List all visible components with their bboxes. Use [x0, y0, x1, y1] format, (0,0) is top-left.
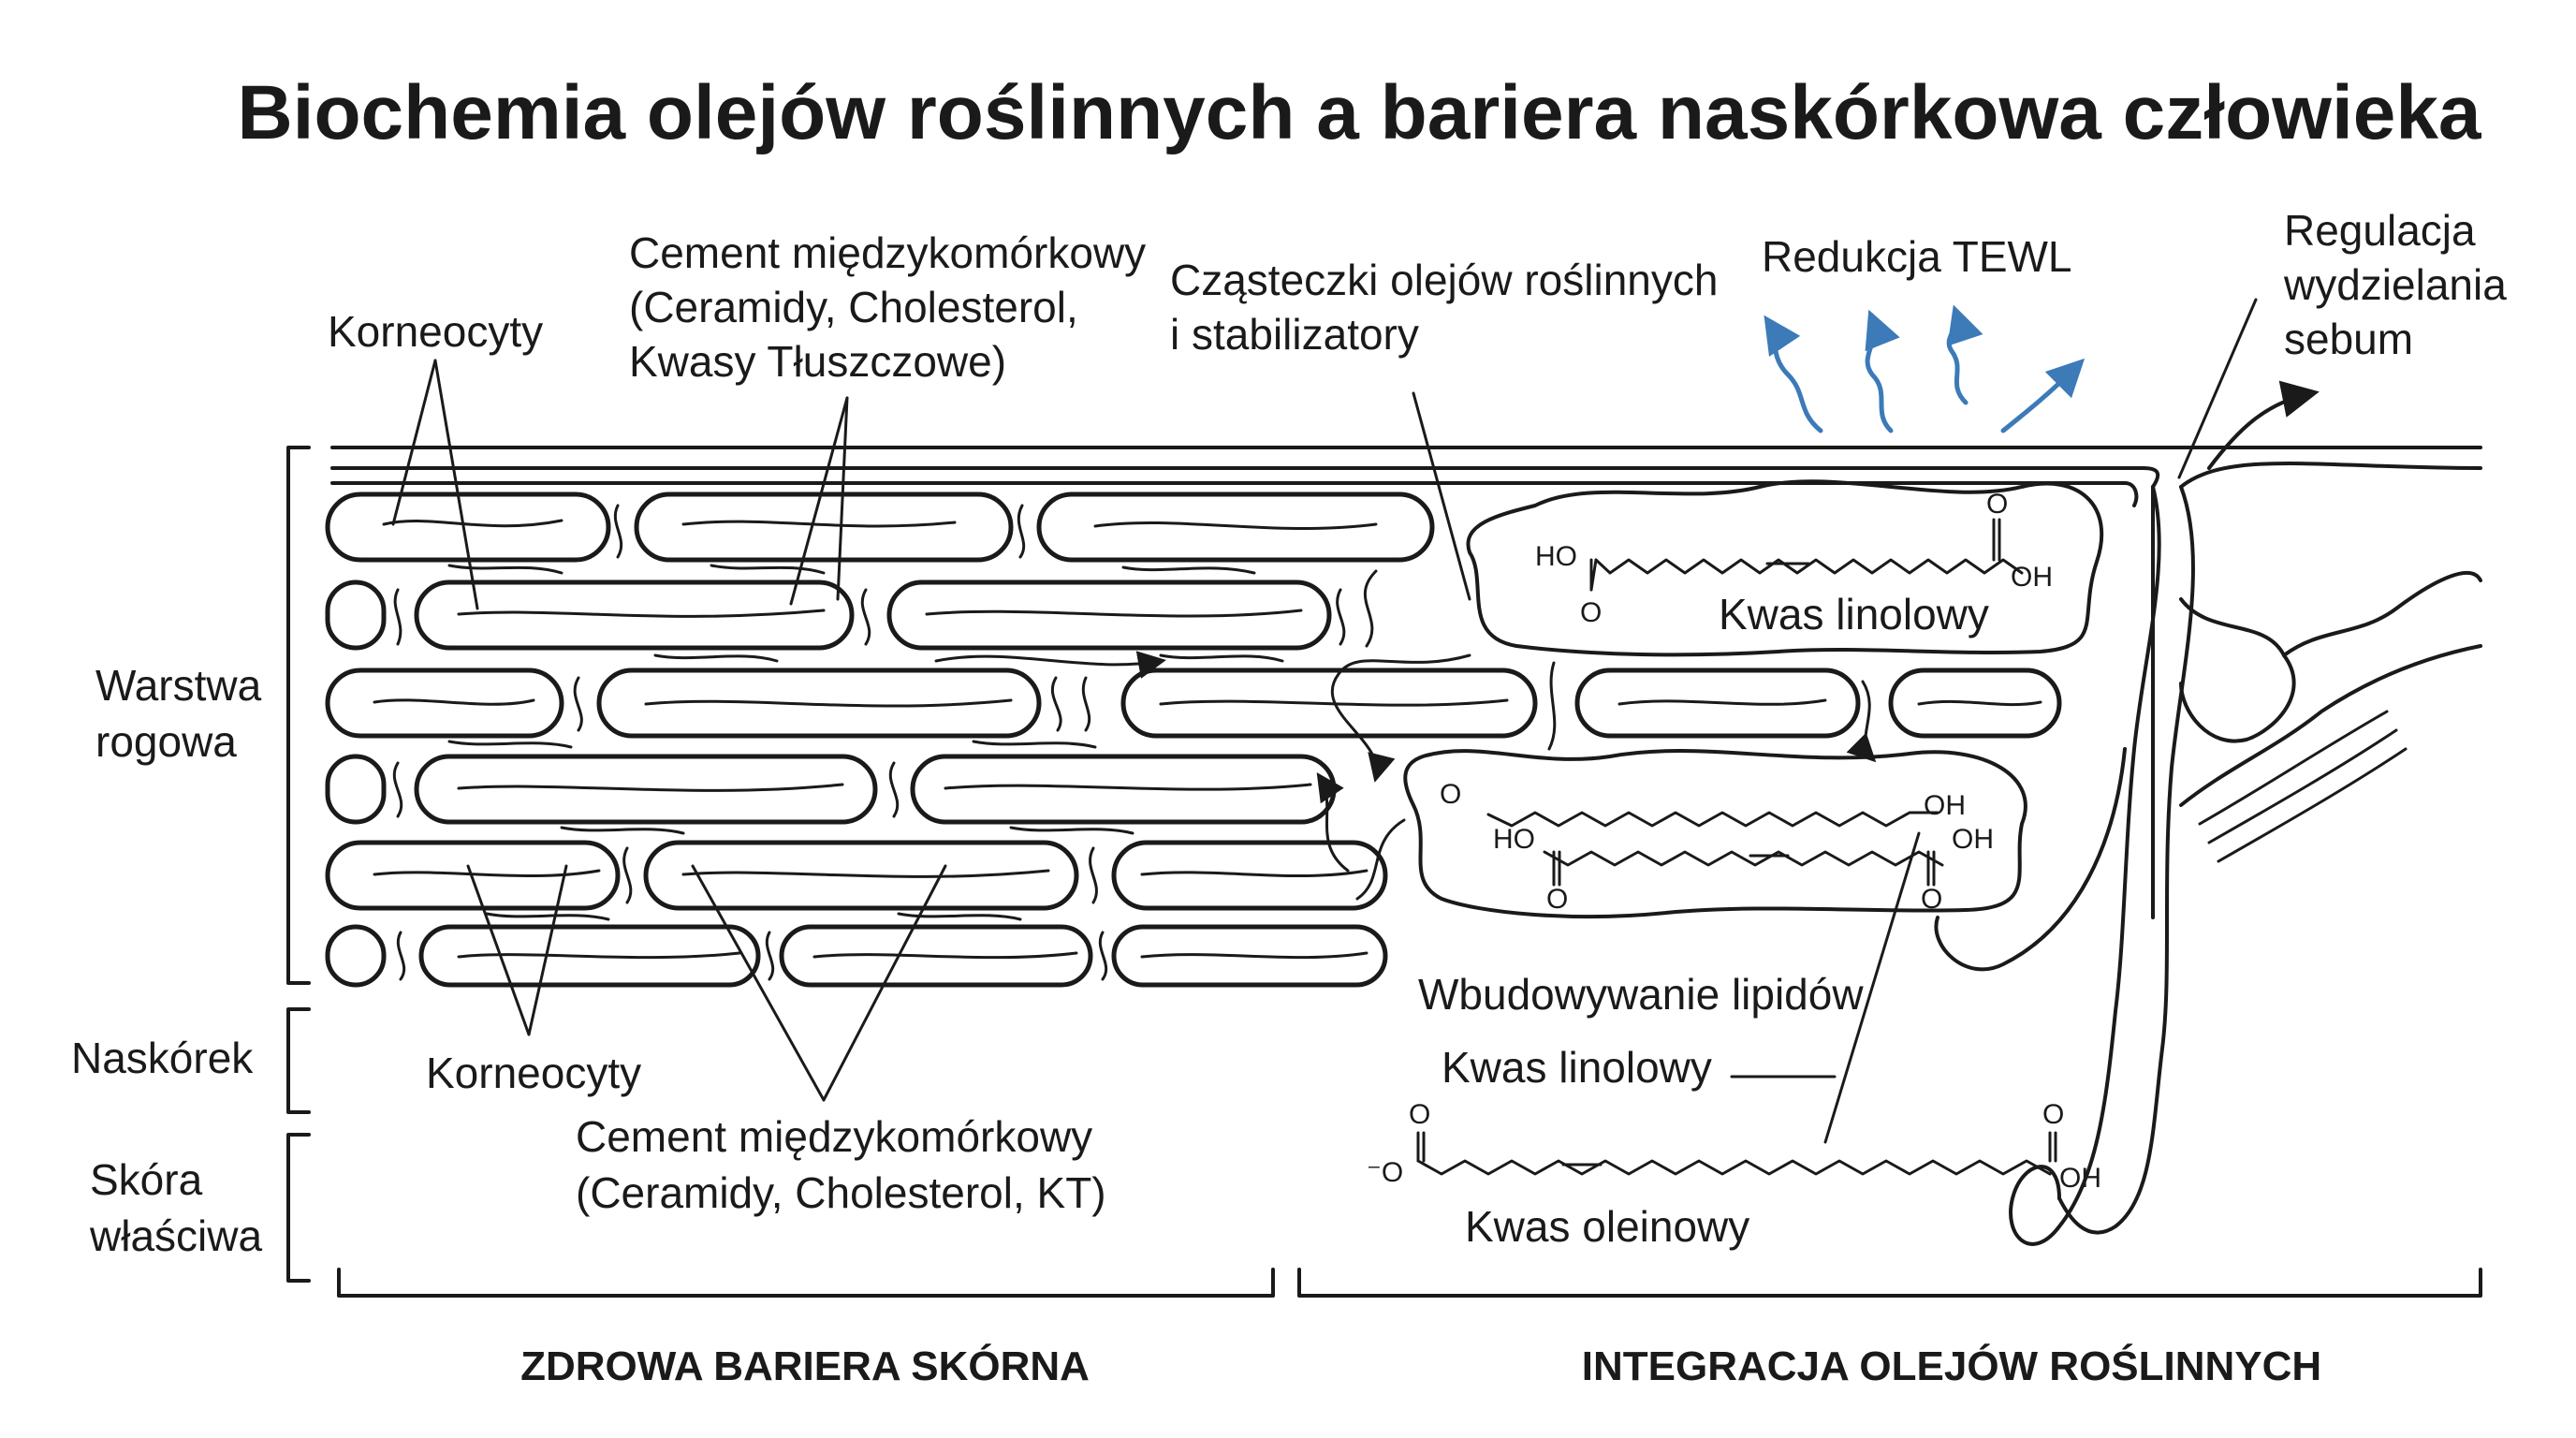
- atom-labels: HO O O OH O OH HO O OH O O ⁻O O OH: [1367, 489, 2101, 1194]
- sebum-arrow: [2207, 380, 2320, 470]
- label-naskorek: Naskórek: [71, 1034, 254, 1082]
- atom-o-4: O: [1546, 884, 1568, 915]
- atom-oh-2: OH: [1924, 790, 1966, 821]
- intercellular-cement: [392, 504, 1346, 981]
- label-kwas-linolowy-inner: Kwas linolowy: [1719, 590, 1989, 638]
- label-korneocyty-bottom: Korneocyty: [426, 1049, 641, 1097]
- section-right-title: INTEGRACJA OLEJÓW ROŚLINNYCH: [1582, 1343, 2321, 1389]
- atom-o-2: O: [1986, 489, 2008, 520]
- atom-ho-2: HO: [1493, 824, 1535, 855]
- atom-oh-4: OH: [2059, 1163, 2101, 1194]
- atom-o-minus: ⁻O: [1367, 1157, 1403, 1188]
- lipid-pockets: [1403, 479, 2104, 918]
- label-cement-bottom: Cement międzykomórkowy (Ceramidy, Choles…: [576, 1112, 1106, 1217]
- atom-oh-1: OH: [2011, 562, 2053, 593]
- atom-o-5: O: [1921, 884, 1942, 915]
- label-tewl: Redukcja TEWL: [1762, 232, 2072, 281]
- tewl-arrows: [1764, 304, 2086, 433]
- atom-o-1: O: [1580, 597, 1602, 628]
- hair-follicle: [1934, 485, 2482, 1246]
- layer-brackets: [286, 446, 2482, 1298]
- molecule-oil-lipids: [1486, 811, 1944, 887]
- atom-oh-3: OH: [1952, 824, 1994, 855]
- leader-lines: [391, 298, 2258, 1144]
- atom-o-7: O: [2042, 1099, 2064, 1130]
- molecule-oleic: [1416, 1131, 2057, 1176]
- label-sebum: Regulacja wydzielania sebum: [2283, 206, 2519, 363]
- molecule-linoleic-inner: [1589, 518, 2024, 592]
- cell-texture: [373, 519, 2042, 960]
- page-title: Biochemia olejów roślinnych a bariera na…: [237, 70, 2481, 155]
- atom-o-6: O: [1409, 1099, 1430, 1130]
- corneocytes-healthy: [325, 492, 2062, 988]
- atom-ho-1: HO: [1535, 541, 1577, 572]
- process-arrows: [934, 569, 1877, 901]
- label-kwas-linolowy-lower: Kwas linolowy: [1442, 1043, 1712, 1092]
- label-korneocyty-top: Korneocyty: [328, 307, 543, 356]
- label-warstwa-rogowa: Warstwa rogowa: [95, 661, 273, 766]
- atom-o-3: O: [1440, 779, 1461, 810]
- label-oil-molecules: Cząsteczki olejów roślinnych i stabiliza…: [1170, 256, 1730, 359]
- label-cement-top: Cement międzykomórkowy (Ceramidy, Choles…: [629, 228, 1158, 386]
- label-wbudowywanie: Wbudowywanie lipidów: [1418, 970, 1864, 1019]
- label-skora-wlasciwa: Skóra właściwa: [89, 1155, 262, 1260]
- label-kwas-oleinowy: Kwas oleinowy: [1465, 1202, 1749, 1251]
- section-left-title: ZDROWA BARIERA SKÓRNA: [520, 1343, 1090, 1389]
